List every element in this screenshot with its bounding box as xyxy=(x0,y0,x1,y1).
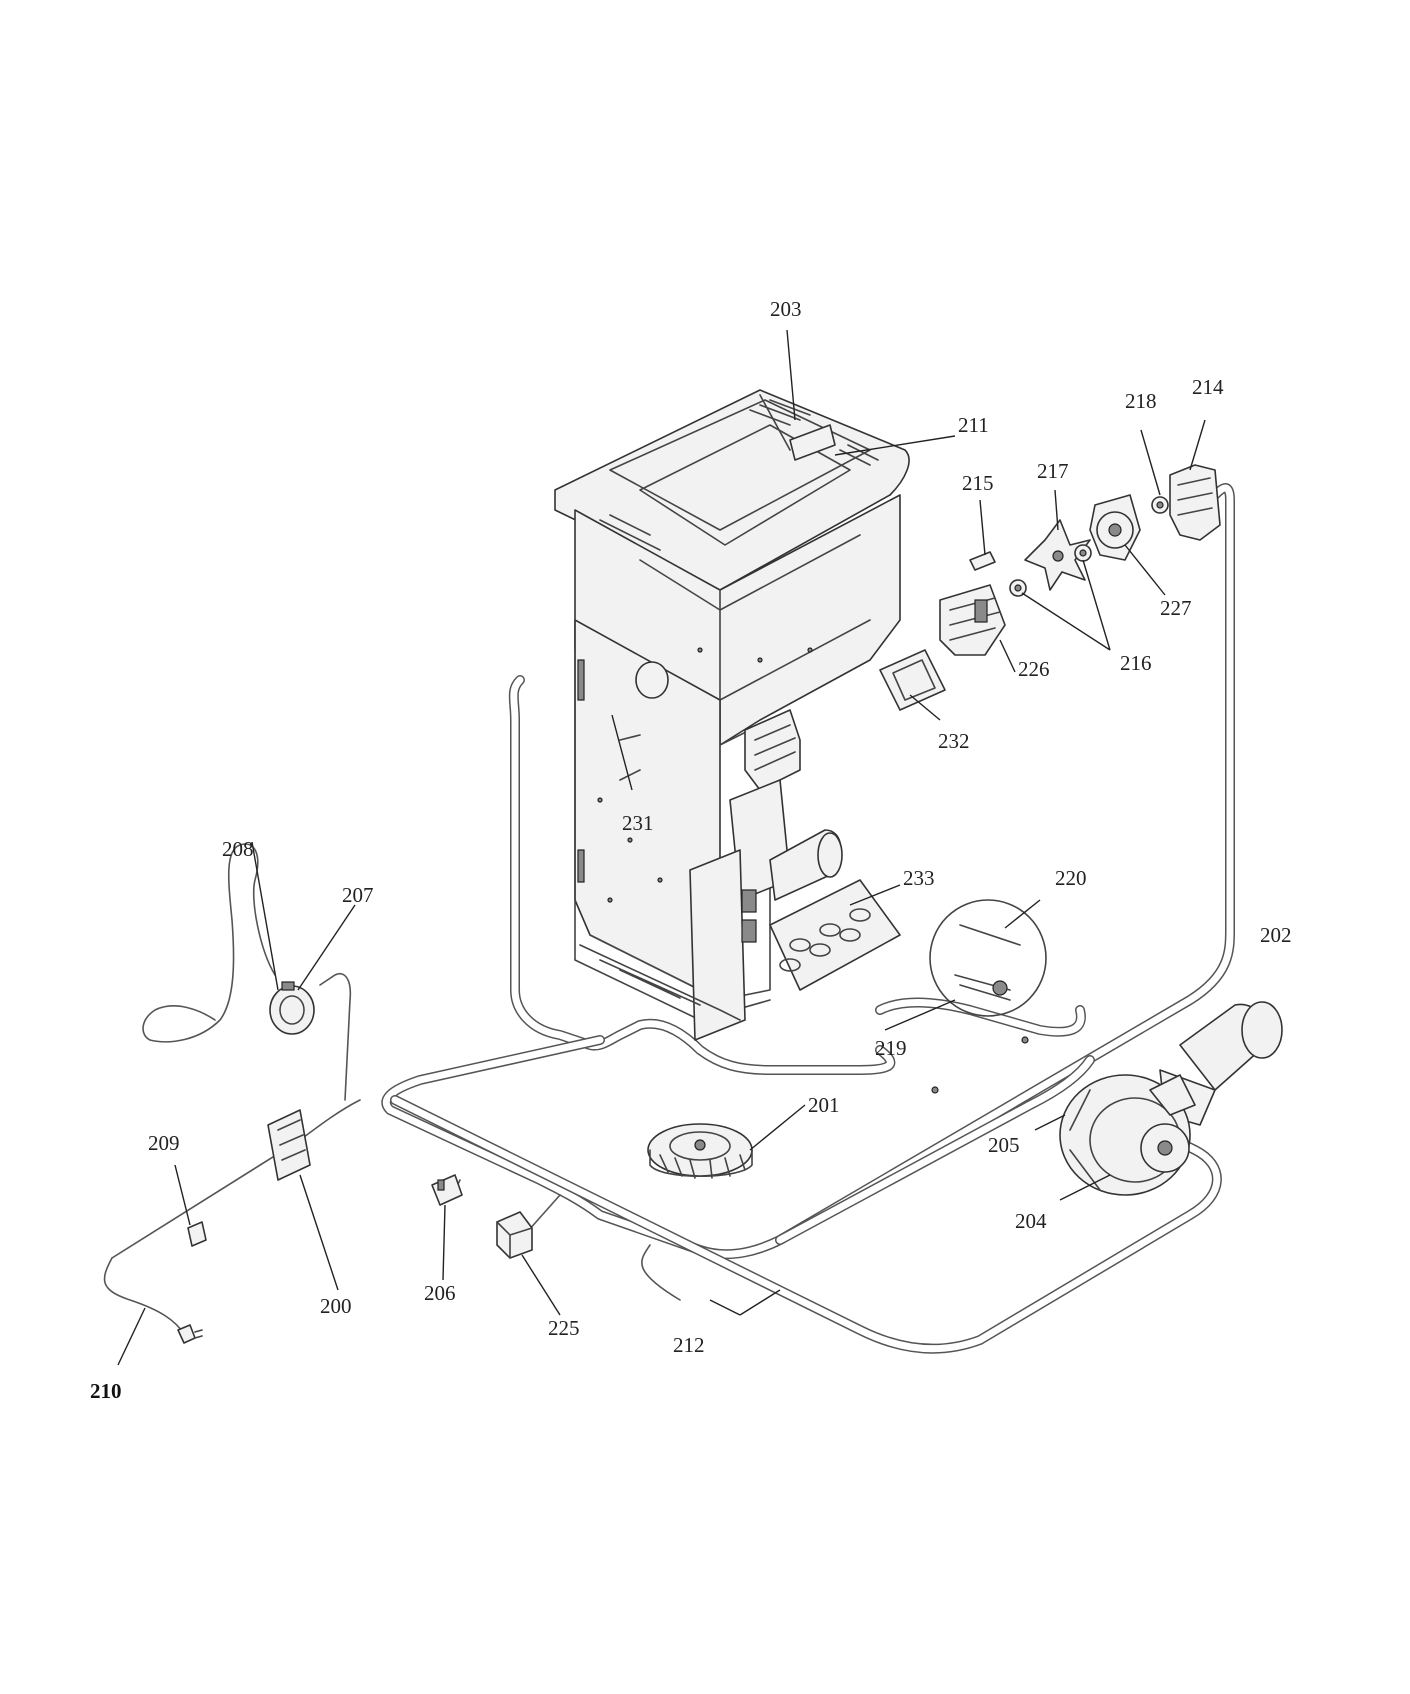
igniter-assembly-219-220 xyxy=(929,899,1047,1094)
connector-218 xyxy=(1151,496,1169,514)
callout-217: 217 xyxy=(1037,459,1069,483)
control-board-200 xyxy=(267,1109,311,1181)
callout-204: 204 xyxy=(1015,1209,1047,1233)
callout-231: 231 xyxy=(622,811,654,835)
leader-lines xyxy=(117,329,1206,1366)
relay-225 xyxy=(496,1211,533,1259)
callout-220: 220 xyxy=(1055,866,1087,890)
callout-209: 209 xyxy=(148,1131,180,1155)
stove-body xyxy=(554,389,910,1041)
callout-226: 226 xyxy=(1018,657,1050,681)
callout-203: 203 xyxy=(770,297,802,321)
callout-214: 214 xyxy=(1192,375,1224,399)
washer-216 xyxy=(1009,544,1092,597)
gasket-232 xyxy=(879,649,946,711)
callout-202: 202 xyxy=(1260,923,1292,947)
callout-215: 215 xyxy=(962,471,994,495)
callout-219: 219 xyxy=(875,1036,907,1060)
switch-209 xyxy=(187,1221,207,1247)
motor-214 xyxy=(1169,464,1221,541)
callout-208: 208 xyxy=(222,837,254,861)
callout-200: 200 xyxy=(320,1294,352,1318)
callout-218: 218 xyxy=(1125,389,1157,413)
impeller-217 xyxy=(1024,519,1091,591)
auger-motor xyxy=(744,709,801,791)
door-switch-211 xyxy=(789,424,836,461)
callout-212: 212 xyxy=(673,1333,705,1357)
callout-205: 205 xyxy=(988,1133,1020,1157)
pressure-switch-207 xyxy=(269,981,315,1035)
callout-211: 211 xyxy=(958,413,989,437)
callout-206: 206 xyxy=(424,1281,456,1305)
callout-207: 207 xyxy=(342,883,374,907)
switch-206 xyxy=(431,1174,463,1206)
callout-210: 210 xyxy=(90,1379,122,1403)
power-plug-210 xyxy=(177,1324,203,1344)
callout-233: 233 xyxy=(903,866,935,890)
exhaust-blower-204-205 xyxy=(1059,1074,1196,1196)
callout-201: 201 xyxy=(808,1093,840,1117)
callout-labels: 203 211 218 214 215 217 227 226 216 232 … xyxy=(90,297,1292,1403)
bracket-215 xyxy=(969,551,996,571)
callout-216: 216 xyxy=(1120,651,1152,675)
auger-housing-226 xyxy=(939,584,1006,656)
wiring-harness-212 xyxy=(381,483,1235,1354)
callout-225: 225 xyxy=(548,1316,580,1340)
fan-housing-227 xyxy=(1089,494,1141,561)
left-wires xyxy=(103,843,561,1336)
combustion-fan-201 xyxy=(647,1123,753,1179)
control-plate xyxy=(689,849,746,1041)
callout-232: 232 xyxy=(938,729,970,753)
callout-227: 227 xyxy=(1160,596,1192,620)
